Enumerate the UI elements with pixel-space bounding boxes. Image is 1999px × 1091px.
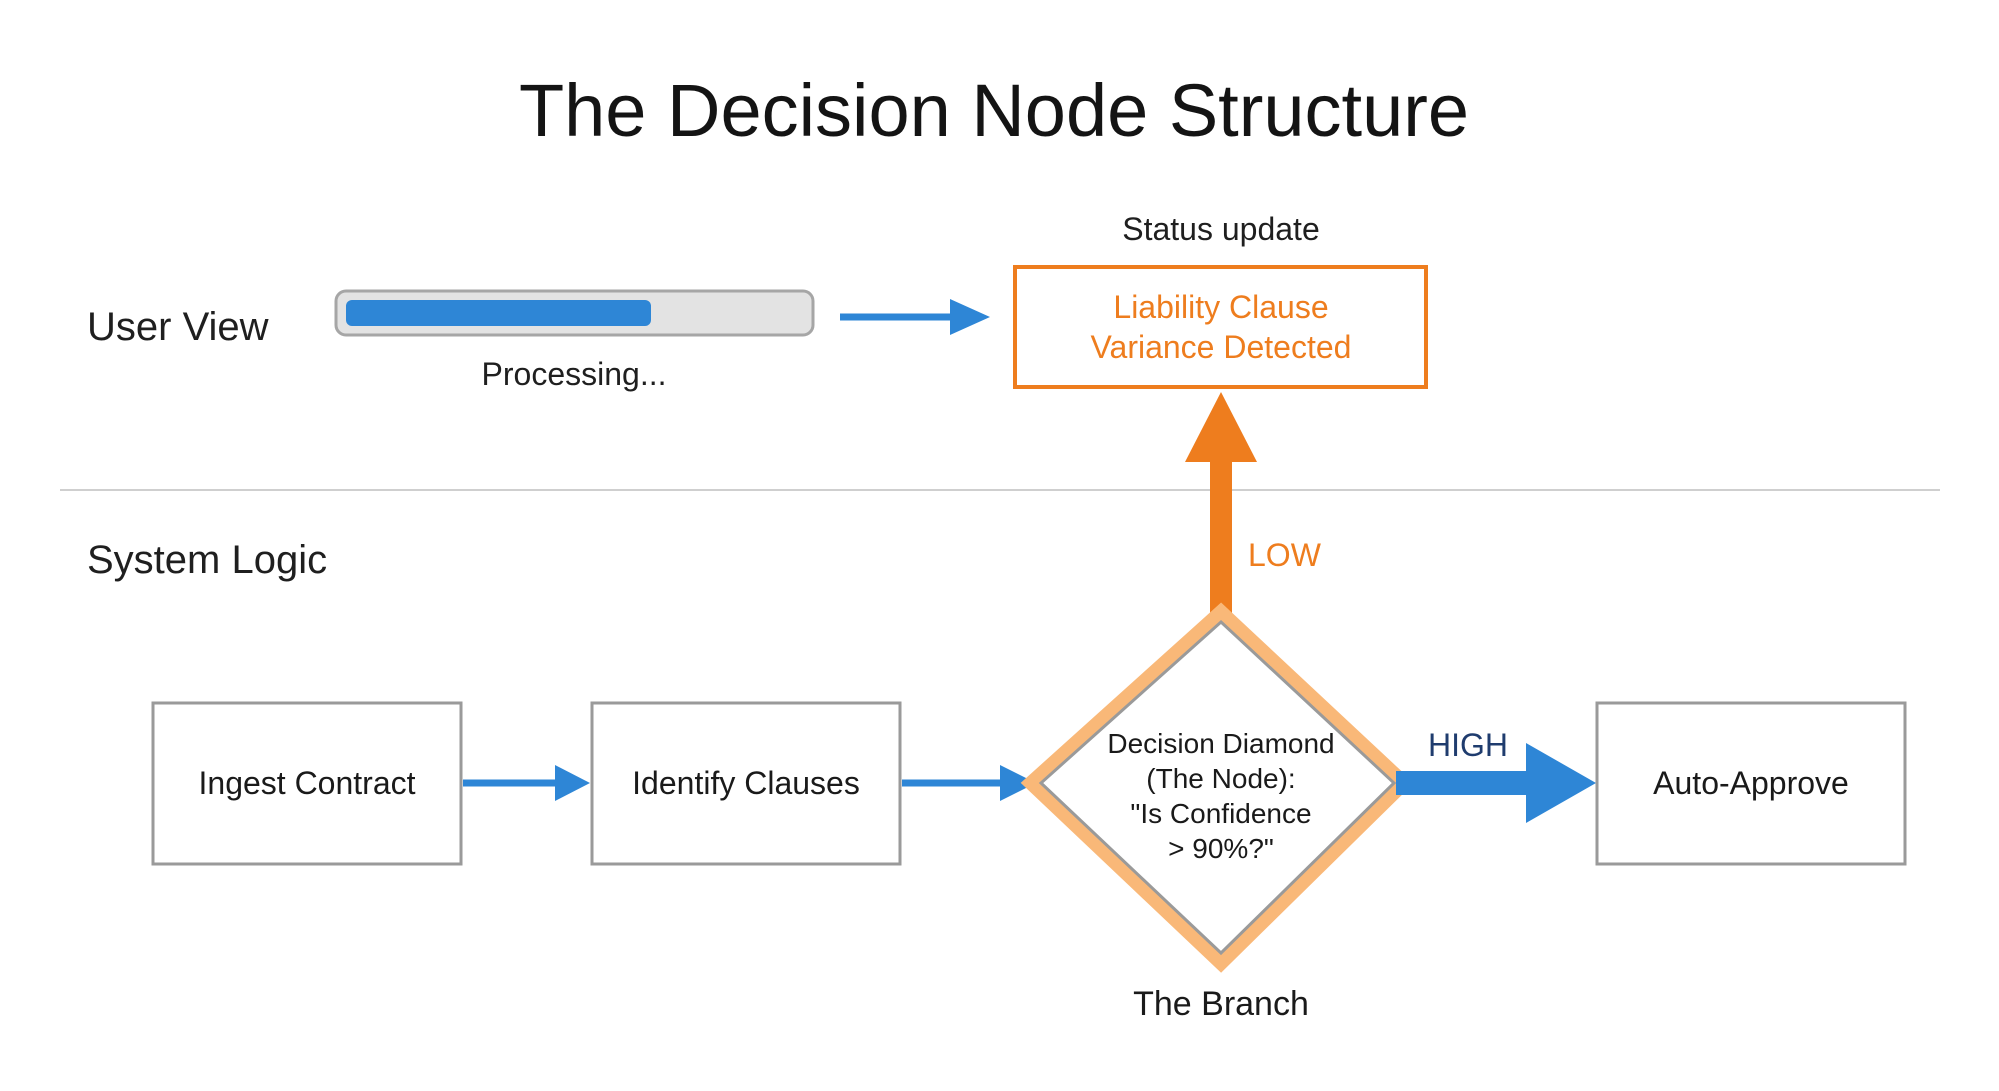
status-caption: Status update — [1122, 211, 1319, 247]
decision-text-line-3: "Is Confidence — [1130, 798, 1311, 829]
arrow-ingest-to-identify-head — [555, 765, 590, 801]
identify-clauses-box — [590, 701, 902, 866]
high-branch-arrow-shaft — [1396, 771, 1530, 795]
ingest-contract-label: Ingest Contract — [199, 765, 416, 801]
decision-diamond — [1038, 619, 1397, 956]
high-branch-label: HIGH — [1428, 727, 1508, 763]
arrow-progress-to-status-head — [950, 299, 990, 335]
section-label-user-view: User View — [87, 305, 269, 349]
ingest-contract-box — [151, 701, 463, 866]
auto-approve-label: Auto-Approve — [1653, 765, 1849, 801]
decision-text-line-2: (The Node): — [1146, 763, 1295, 794]
identify-clauses-label: Identify Clauses — [632, 765, 860, 801]
auto-approve-box — [1595, 701, 1907, 866]
arrow-identify-to-decision-head — [1000, 765, 1036, 801]
status-line-1: Liability Clause — [1113, 289, 1328, 325]
section-label-system-logic: System Logic — [87, 538, 327, 582]
low-branch-arrow-shaft — [1210, 455, 1232, 633]
decision-text-line-4: > 90%?" — [1168, 833, 1274, 864]
status-line-2: Variance Detected — [1091, 329, 1352, 365]
diagram-title: The Decision Node Structure — [519, 69, 1469, 152]
high-branch-arrow-head — [1526, 743, 1596, 823]
decision-text-line-1: Decision Diamond — [1107, 728, 1334, 759]
low-branch-arrow-head — [1185, 392, 1257, 462]
status-box — [1013, 265, 1428, 389]
progress-bar-fill — [346, 300, 651, 326]
branch-caption: The Branch — [1133, 985, 1309, 1023]
progress-label: Processing... — [482, 356, 667, 392]
low-branch-label: LOW — [1248, 537, 1322, 573]
